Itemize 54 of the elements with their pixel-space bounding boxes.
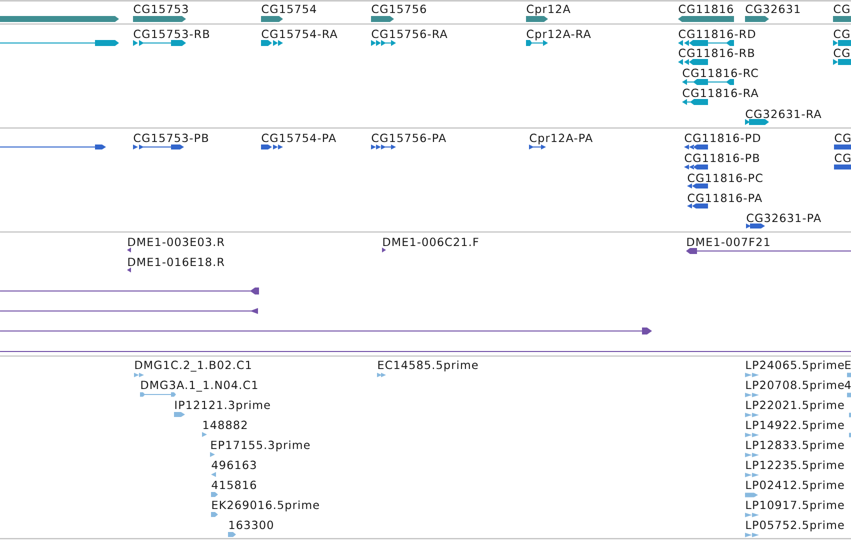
feature-label: DMG3A.1_1.N04.C1 [141,380,258,392]
feature-label: CG [834,4,850,14]
feature-label: CG15753-PB [134,134,208,142]
feature-label: CG11816-RD [678,30,756,38]
feature-label: Cpr12A [526,4,570,16]
feature-label: CG32631-PA [746,214,822,222]
feature-label: LP12833.5prime [746,440,844,452]
feature-label: DME1-003E03.R [128,238,224,246]
feature-label: DME1-007F21 [687,238,770,246]
feature-label: 415816 [212,480,256,490]
feature-label: CG11816-PA [688,194,762,202]
feature-label: CG15756 [372,4,426,14]
feature-label: CG11816-PC [688,174,762,182]
feature-label: CG11816-PB [684,154,760,162]
feature-label: CG15754-RA [262,30,338,38]
feature-label: CG [834,134,850,142]
feature-label: CG [834,30,850,38]
feature-label: CG [834,154,850,162]
feature-label: CG15756-RA [372,30,448,38]
feature-label: E [845,360,851,369]
feature-label: DME1-016E18.R [128,258,224,266]
feature-label: CG32631-RA [746,110,822,118]
feature-label: CG11816-RB [678,48,754,58]
feature-label: DME1-006C21.F [383,238,478,246]
feature-label: 148882 [203,420,247,430]
feature-label: EK269016.5prime [212,500,319,512]
feature-label: LP05752.5prime [746,520,844,532]
feature-label: CG32631 [746,4,800,14]
feature-label: LP14922.5prime [746,420,844,432]
feature-label: Cpr12A-RA [526,30,591,40]
feature-label: Cpr12A-PA [530,134,593,144]
feature-label: CG15754 [262,4,316,14]
feature-label: CG11816 [678,4,733,14]
feature-label: CG11816-RC [682,68,758,78]
feature-label: LP10917.5prime [746,500,844,512]
feature-label: CG15753 [134,4,188,14]
feature-label: LP12235.5prime [746,460,844,472]
feature-label: LP20708.5prime [746,380,844,392]
feature-label: IP12121.3prime [175,400,270,412]
feature-label: LP24065.5prime [746,360,844,372]
feature-label: 4 [844,380,851,389]
feature-label: CG11816-PD [684,134,760,142]
feature-label: CG [834,48,850,58]
feature-label: CG15754-PA [262,134,336,142]
feature-label: 163300 [229,520,273,530]
feature-label: LP22021.5prime [746,400,844,412]
feature-label: CG15753-RB [134,30,210,38]
feature-label: CG11816-RA [682,88,758,98]
feature-label: LP02412.5prime [746,480,844,492]
feature-label: DMG1C.2_1.B02.C1 [135,360,251,372]
feature-label: 496163 [212,460,256,470]
feature-label: CG15756-PA [372,134,446,142]
feature-label: EP17155.3prime [211,440,310,452]
feature-label: EC14585.5prime [378,360,478,372]
